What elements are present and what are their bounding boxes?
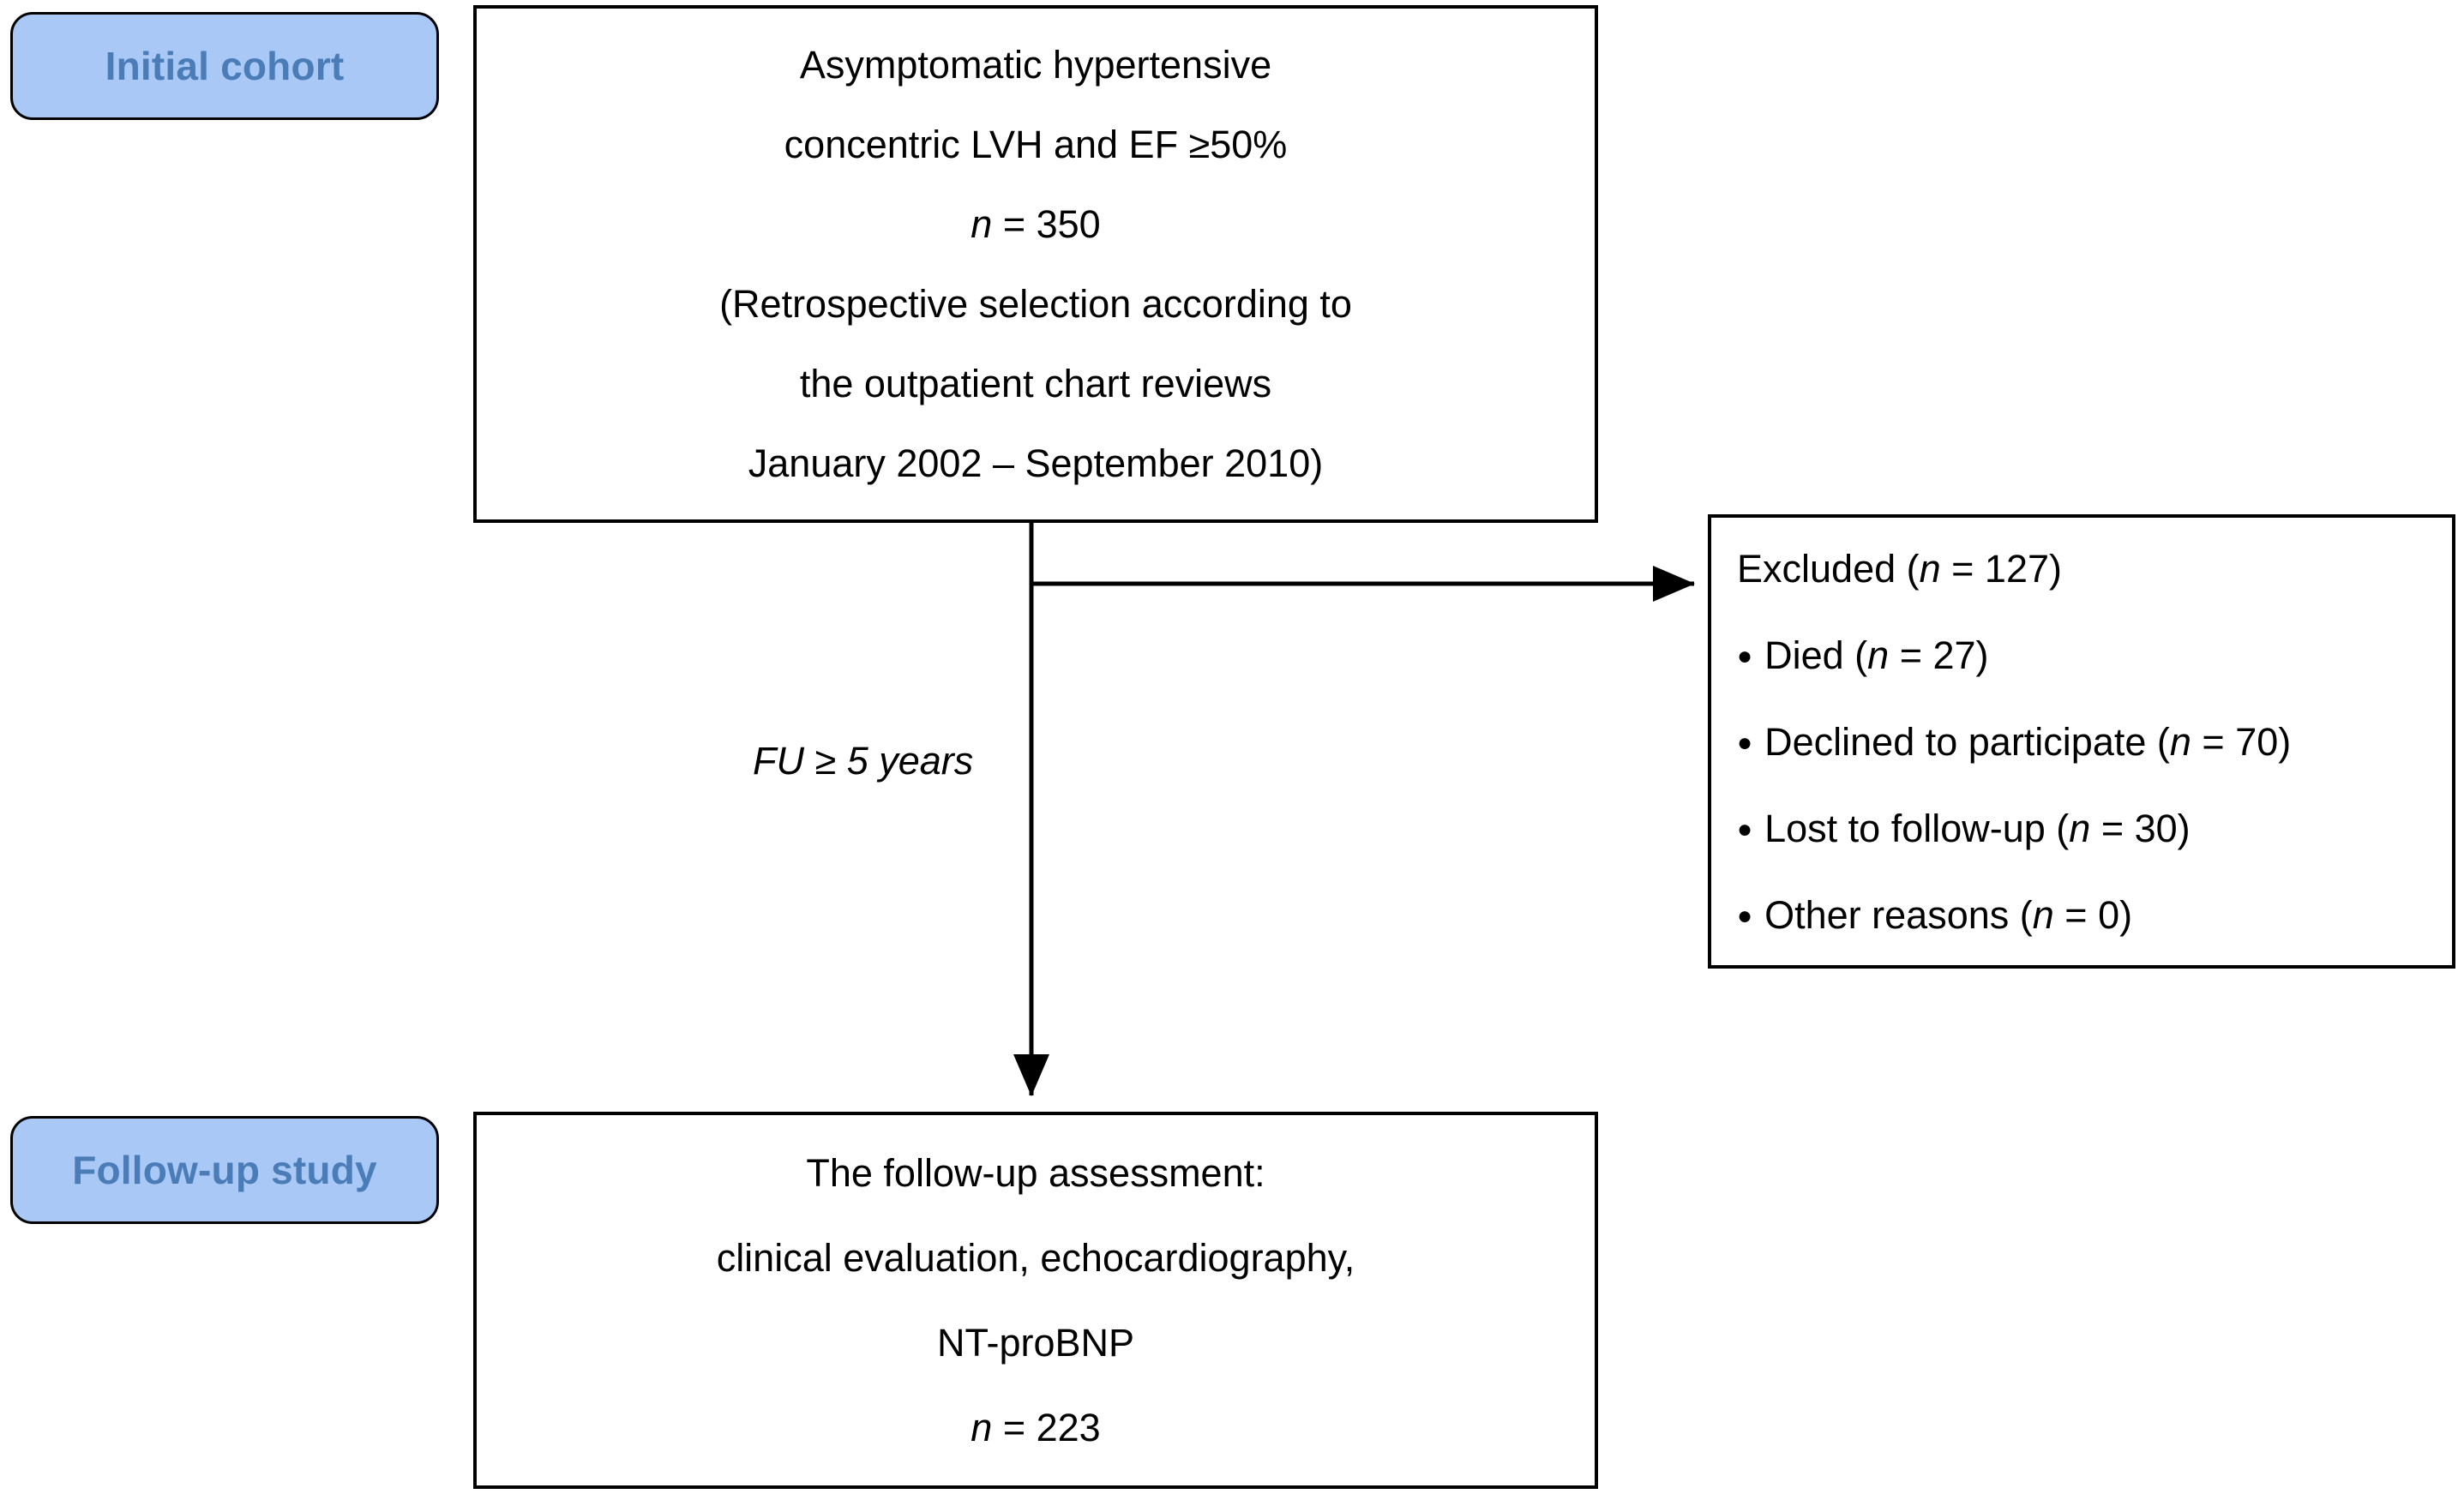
follow-up-n-symbol: n xyxy=(971,1406,993,1449)
excluded-heading-suffix: = 127) xyxy=(1940,546,2062,591)
initial-cohort-line-1: Asymptomatic hypertensive xyxy=(799,43,1272,87)
excluded-heading: Excluded (n = 127) xyxy=(1737,549,2452,588)
initial-cohort-n-value: = 350 xyxy=(1002,202,1101,246)
initial-cohort-sample-size: n = 350 xyxy=(971,205,1100,243)
excluded-item-died-n-symbol: n xyxy=(1867,633,1890,677)
excluded-item-lost-to-follow-up: Lost to follow-up (n = 30) xyxy=(1737,809,2452,848)
excluded-item-lost-to-follow-up-label: Lost to follow-up ( xyxy=(1764,806,2070,850)
initial-cohort-line-4: (Retrospective selection according to xyxy=(719,282,1352,326)
excluded-item-lost-to-follow-up-suffix: = 30) xyxy=(2090,806,2191,850)
box-excluded: Excluded (n = 127) Died (n = 27) Decline… xyxy=(1708,514,2455,969)
box-initial-cohort: Asymptomatic hypertensive concentric LVH… xyxy=(473,5,1598,523)
excluded-item-other-reasons-n-symbol: n xyxy=(2032,892,2054,937)
follow-up-line-3: NT-proBNP xyxy=(936,1321,1135,1365)
stage-badge-follow-up-study: Follow-up study xyxy=(10,1116,439,1224)
stage-badge-initial-cohort-label: Initial cohort xyxy=(105,44,345,88)
excluded-item-died: Died (n = 27) xyxy=(1737,636,2452,675)
excluded-item-other-reasons: Other reasons (n = 0) xyxy=(1737,896,2452,934)
excluded-item-died-suffix: = 27) xyxy=(1889,633,1989,677)
excluded-item-other-reasons-suffix: = 0) xyxy=(2053,892,2133,937)
follow-up-sample-size: n = 223 xyxy=(971,1408,1100,1447)
stage-badge-initial-cohort: Initial cohort xyxy=(10,12,439,120)
initial-cohort-line-2: concentric LVH and EF ≥50% xyxy=(784,123,1288,166)
excluded-item-lost-to-follow-up-n-symbol: n xyxy=(2069,806,2091,850)
initial-cohort-line-6: January 2002 – September 2010) xyxy=(748,441,1324,485)
excluded-item-declined-suffix: = 70) xyxy=(2191,719,2292,764)
excluded-item-other-reasons-label: Other reasons ( xyxy=(1764,892,2033,937)
excluded-heading-prefix: Excluded ( xyxy=(1737,546,1920,591)
excluded-item-declined: Declined to participate (n = 70) xyxy=(1737,723,2452,761)
box-follow-up-assessment: The follow-up assessment: clinical evalu… xyxy=(473,1112,1598,1489)
initial-cohort-line-5: the outpatient chart reviews xyxy=(799,362,1272,405)
excluded-item-declined-label: Declined to participate ( xyxy=(1764,719,2170,764)
connector-label-follow-up-duration: FU ≥ 5 years xyxy=(753,739,974,783)
follow-up-n-value: = 223 xyxy=(1002,1406,1101,1449)
stage-badge-follow-up-study-label: Follow-up study xyxy=(72,1148,377,1192)
follow-up-line-1: The follow-up assessment: xyxy=(806,1151,1265,1195)
excluded-item-died-label: Died ( xyxy=(1764,633,1868,677)
excluded-item-declined-n-symbol: n xyxy=(2169,719,2191,764)
follow-up-line-2: clinical evaluation, echocardiography, xyxy=(716,1236,1355,1280)
initial-cohort-n-symbol: n xyxy=(971,202,993,246)
excluded-heading-n-symbol: n xyxy=(1919,546,1941,591)
